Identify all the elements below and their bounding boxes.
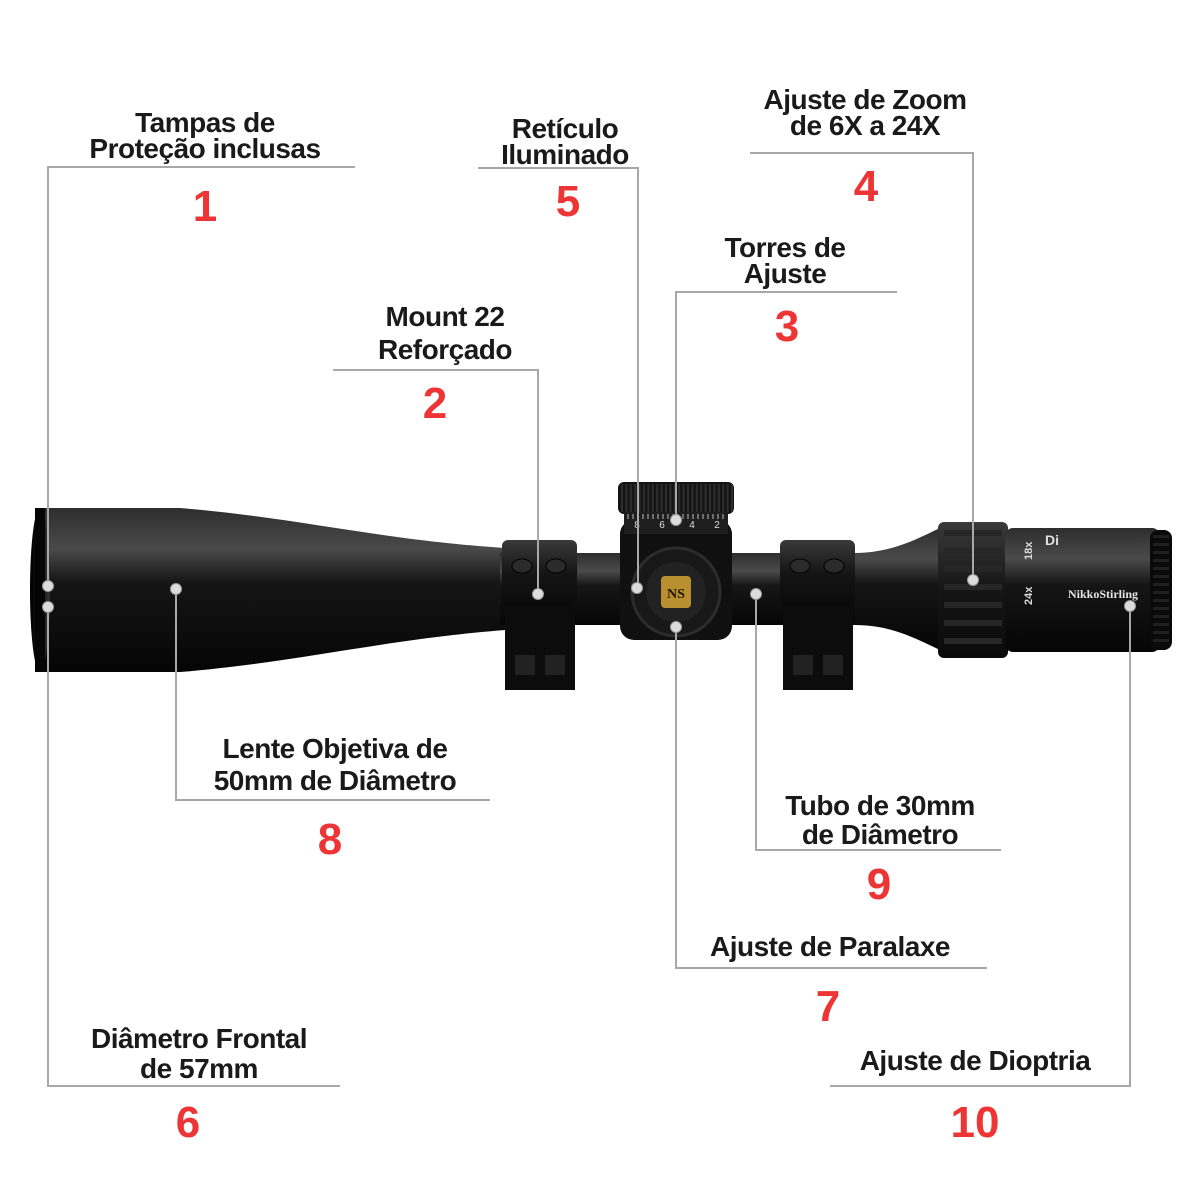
callout-7-label: Ajuste de Paralaxe bbox=[709, 931, 951, 962]
marker-dot-8 bbox=[170, 583, 182, 595]
callout-9-number: 9 bbox=[866, 860, 892, 909]
leader-line-6 bbox=[175, 589, 490, 801]
marker-dot-7 bbox=[670, 621, 682, 633]
leader-lines bbox=[47, 152, 1131, 1087]
leader-line-5 bbox=[333, 369, 539, 594]
eyepiece-text: Di bbox=[1045, 532, 1059, 548]
zoom-mark-18x: 18x bbox=[1023, 541, 1035, 560]
mount-ring-front bbox=[502, 540, 577, 690]
marker-dot-9 bbox=[750, 588, 762, 600]
callout-1-number: 1 bbox=[192, 182, 218, 231]
eyepiece bbox=[855, 522, 1172, 658]
leader-line-4 bbox=[675, 291, 897, 520]
callout-5-number: 5 bbox=[555, 177, 581, 226]
leader-line-8 bbox=[675, 627, 987, 969]
callout-10-label: Ajuste de Dioptria bbox=[859, 1045, 1091, 1076]
callout-8-number: 8 bbox=[317, 815, 343, 864]
callout-6-number: 6 bbox=[175, 1098, 201, 1147]
svg-text:NS: NS bbox=[667, 587, 685, 602]
callout-7-number: 7 bbox=[815, 982, 841, 1031]
marker-dot-1 bbox=[42, 580, 54, 592]
objective-bell bbox=[30, 508, 505, 672]
marker-dot-3 bbox=[670, 514, 682, 526]
turret-number-4: 4 bbox=[689, 520, 695, 531]
leader-line-2 bbox=[478, 167, 639, 588]
leader-line-1 bbox=[47, 166, 355, 586]
brand-text: NikkoStirling bbox=[1068, 587, 1138, 601]
callout-3-number: 3 bbox=[774, 302, 800, 351]
marker-dot-4 bbox=[967, 574, 979, 586]
zoom-mark-24x: 24x bbox=[1023, 586, 1035, 605]
leader-line-10 bbox=[830, 606, 1131, 1087]
turret-number-2: 2 bbox=[714, 520, 720, 531]
marker-dot-10 bbox=[1124, 600, 1136, 612]
callout-2-number: 2 bbox=[422, 379, 448, 428]
leader-line-7 bbox=[755, 594, 1001, 851]
leader-line-3 bbox=[750, 152, 974, 580]
callout-10-number: 10 bbox=[950, 1098, 1000, 1147]
marker-dot-5 bbox=[631, 582, 643, 594]
turret-number-6: 6 bbox=[659, 520, 665, 531]
leader-line-9 bbox=[47, 607, 340, 1087]
marker-dot-2 bbox=[532, 588, 544, 600]
mount-ring-rear bbox=[780, 540, 855, 690]
marker-dot-6 bbox=[42, 601, 54, 613]
callout-4-number: 4 bbox=[853, 162, 879, 211]
brand-badge bbox=[661, 576, 691, 608]
